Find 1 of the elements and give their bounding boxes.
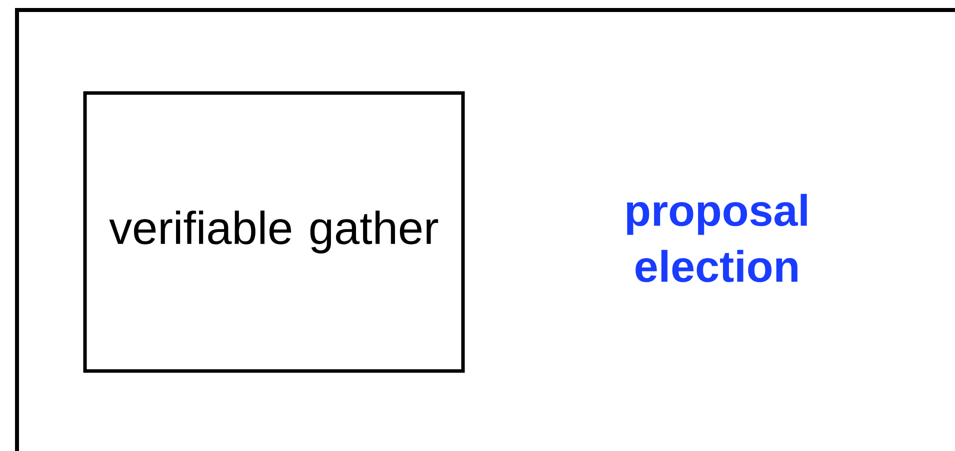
process-box: verifiable gather — [83, 91, 465, 373]
